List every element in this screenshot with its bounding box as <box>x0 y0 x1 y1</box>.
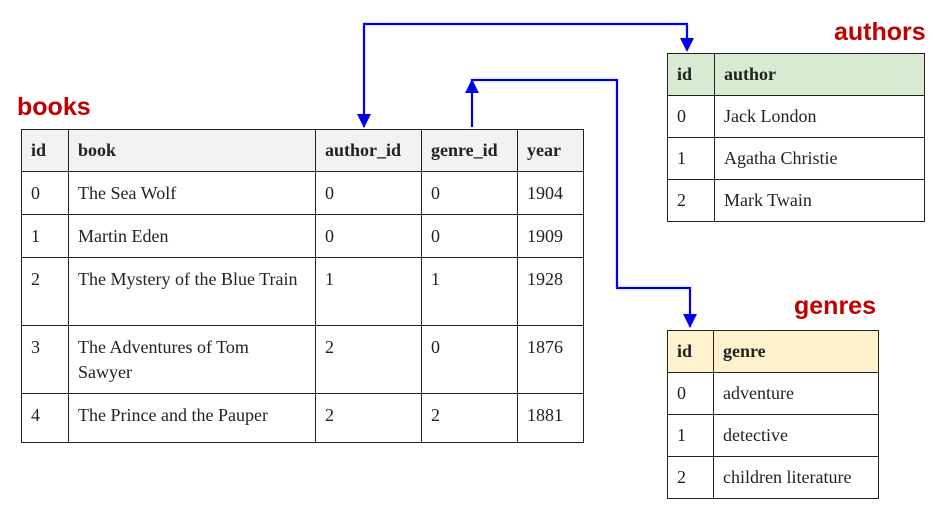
table-row: 1 Agatha Christie <box>667 137 925 180</box>
books-cell-genre-id: 0 <box>421 325 518 394</box>
books-cell-author-id: 0 <box>315 214 422 258</box>
genres-header-id: id <box>667 330 714 373</box>
authors-cell-author: Jack London <box>714 95 925 138</box>
books-cell-year: 1909 <box>517 214 584 258</box>
books-header-genre-id: genre_id <box>421 129 518 172</box>
books-cell-id: 1 <box>21 214 69 258</box>
books-cell-year: 1904 <box>517 171 584 215</box>
author-id-arrow <box>362 22 689 127</box>
authors-table: id author 0 Jack London 1 Agatha Christi… <box>667 53 925 222</box>
author-arrowhead-bottom <box>357 114 371 128</box>
authors-cell-author: Mark Twain <box>714 179 925 222</box>
books-header-row: id book author_id genre_id year <box>21 129 584 172</box>
books-cell-genre-id: 1 <box>421 257 518 326</box>
books-cell-id: 0 <box>21 171 69 215</box>
books-header-year: year <box>517 129 584 172</box>
genres-cell-id: 0 <box>667 372 714 415</box>
books-table: id book author_id genre_id year 0 The Se… <box>21 129 584 443</box>
books-cell-author-id: 0 <box>315 171 422 215</box>
table-row: 2 The Mystery of the Blue Train 1 1 1928 <box>21 257 584 326</box>
books-cell-year: 1881 <box>517 393 584 443</box>
table-row: 0 Jack London <box>667 95 925 138</box>
genre-arrowhead-top <box>465 79 479 93</box>
books-cell-author-id: 1 <box>315 257 422 326</box>
books-cell-author-id: 2 <box>315 325 422 394</box>
table-row: 3 The Adventures of Tom Sawyer 2 0 1876 <box>21 325 584 394</box>
genre-arrowhead-bottom <box>683 314 697 328</box>
table-row: 2 children literature <box>667 456 879 499</box>
books-cell-book: The Mystery of the Blue Train <box>68 257 316 326</box>
books-header-author-id: author_id <box>315 129 422 172</box>
books-title: books <box>17 93 91 121</box>
genre-id-arrow <box>470 78 692 327</box>
genres-header-genre: genre <box>713 330 879 373</box>
genres-cell-genre: adventure <box>713 372 879 415</box>
table-row: 0 adventure <box>667 372 879 415</box>
authors-cell-id: 0 <box>667 95 715 138</box>
table-row: 0 The Sea Wolf 0 0 1904 <box>21 171 584 215</box>
books-cell-year: 1928 <box>517 257 584 326</box>
author-arrowhead-top <box>680 38 694 52</box>
books-cell-book: Martin Eden <box>68 214 316 258</box>
books-cell-id: 4 <box>21 393 69 443</box>
table-row: 1 Martin Eden 0 0 1909 <box>21 214 584 258</box>
genres-cell-id: 2 <box>667 456 714 499</box>
genres-table: id genre 0 adventure 1 detective 2 child… <box>667 330 879 499</box>
authors-header-id: id <box>667 53 715 96</box>
authors-header-row: id author <box>667 53 925 96</box>
books-cell-book: The Prince and the Pauper <box>68 393 316 443</box>
genres-cell-id: 1 <box>667 414 714 457</box>
table-row: 2 Mark Twain <box>667 179 925 222</box>
table-row: 4 The Prince and the Pauper 2 2 1881 <box>21 393 584 443</box>
genres-cell-genre: children literature <box>713 456 879 499</box>
authors-title: authors <box>834 18 926 46</box>
genres-header-row: id genre <box>667 330 879 373</box>
authors-cell-id: 2 <box>667 179 715 222</box>
genres-title: genres <box>794 292 876 320</box>
authors-header-author: author <box>714 53 925 96</box>
books-cell-book: The Adventures of Tom Sawyer <box>68 325 316 394</box>
